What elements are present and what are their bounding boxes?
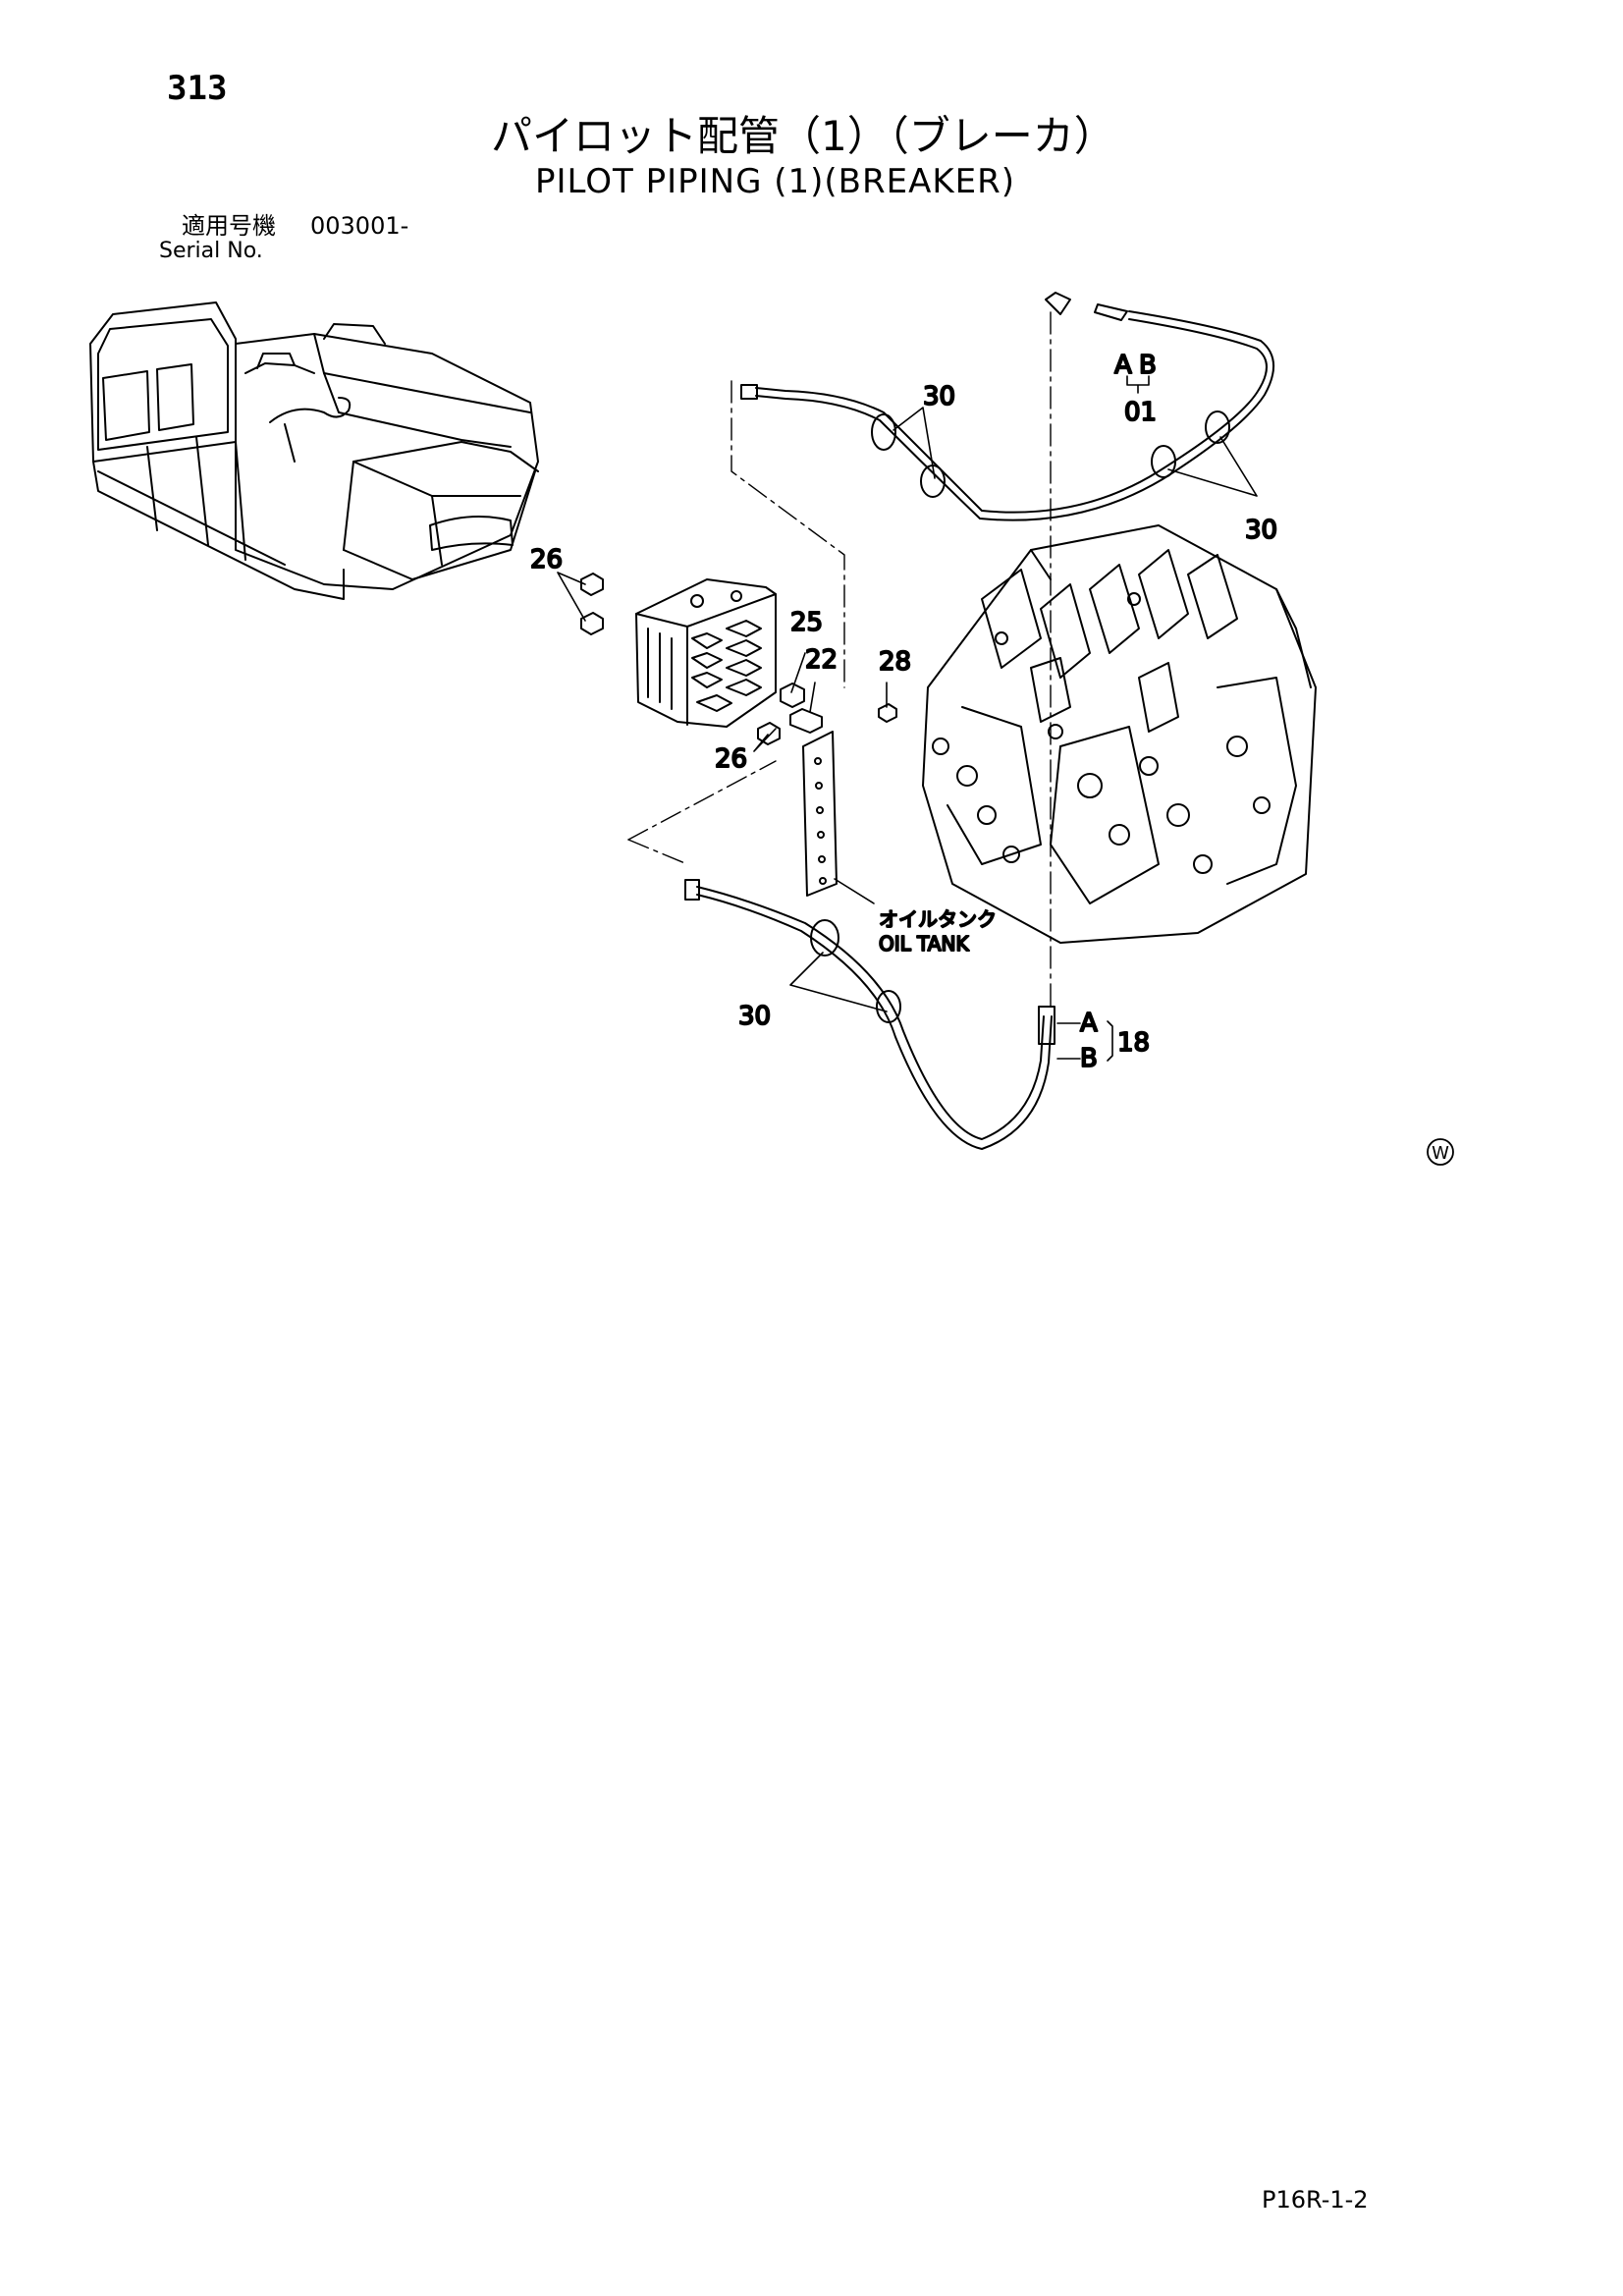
port-a-top: A (1114, 351, 1132, 380)
pilot-valve-block (635, 578, 777, 728)
callout-30-right: 30 (1245, 516, 1277, 545)
callout-25: 25 (790, 608, 823, 637)
page-code: P16R-1-2 (1262, 2186, 1369, 2214)
oil-tank-bracket (802, 731, 838, 897)
callout-26-bottom: 26 (715, 744, 747, 774)
callout-30-bottom: 30 (738, 1002, 771, 1031)
oil-tank-label-en: OIL TANK (879, 932, 969, 956)
callout-30-top: 30 (923, 382, 955, 411)
callout-26-top: 26 (530, 545, 563, 574)
callout-28: 28 (879, 647, 911, 677)
control-valve-assembly (922, 524, 1317, 944)
page-number: 313 (167, 69, 228, 108)
w-mark-letter: W (1432, 1143, 1449, 1164)
callout-22: 22 (805, 645, 838, 675)
serial-label-english: Serial No. (159, 239, 263, 263)
w-mark: W (1427, 1138, 1454, 1166)
leader-lines (557, 375, 1258, 1062)
pilot-hose-top (740, 292, 1275, 521)
port-a-bottom: A (1080, 1009, 1098, 1038)
port-b-top: B (1139, 351, 1157, 380)
title-english: PILOT PIPING (1)(BREAKER) (535, 162, 1016, 201)
title-japanese: パイロット配管（1）（ブレーカ） (491, 112, 1115, 160)
port-b-bottom: B (1080, 1044, 1098, 1073)
serial-number-value: 003001- (310, 212, 409, 240)
excavator-illustration (89, 301, 539, 600)
guide-lines (627, 311, 1052, 1008)
callout-18: 18 (1117, 1028, 1150, 1058)
oil-tank-label-ja: オイルタンク (879, 907, 997, 931)
fittings (580, 573, 897, 745)
pilot-hose-bottom (684, 879, 1055, 1150)
serial-label-japanese: 適用号機 (182, 212, 276, 240)
callout-01: 01 (1124, 398, 1157, 427)
